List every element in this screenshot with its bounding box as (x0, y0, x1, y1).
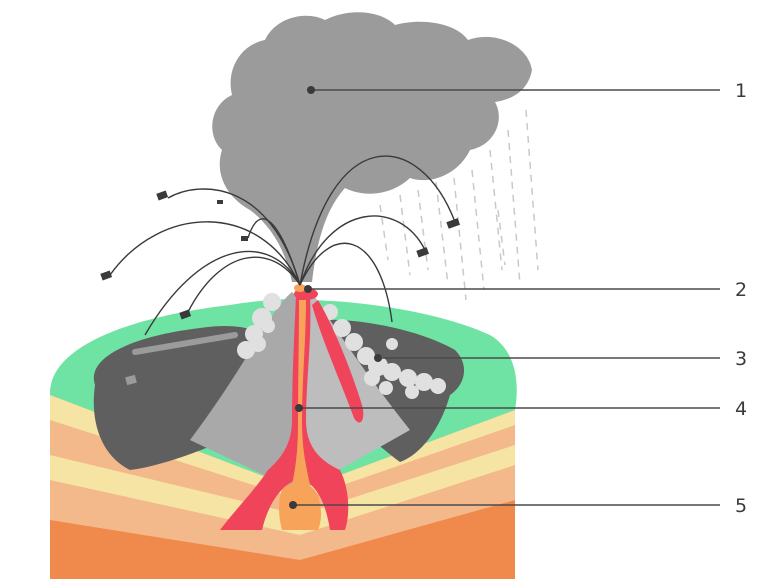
pyroclastic-deposits (237, 293, 446, 399)
callout-number-4: 4 (735, 398, 747, 420)
volcanic-cone (190, 292, 300, 492)
callout-number-5: 5 (735, 495, 747, 517)
callout-1: 1 (307, 80, 747, 102)
side-lava-flow (312, 300, 364, 423)
volcanic-bombs (100, 190, 461, 320)
magma-conduit (220, 296, 349, 530)
callout-number-2: 2 (735, 279, 747, 301)
callout-number-3: 3 (735, 348, 747, 370)
magma-conduit-core (292, 300, 310, 485)
callouts: 1 2 3 4 5 (289, 80, 747, 517)
ash-cloud (212, 12, 532, 282)
vent (294, 284, 306, 292)
lava-flow-channel (132, 332, 238, 355)
callout-4: 4 (295, 398, 747, 420)
lava-block (125, 374, 137, 386)
magma-chamber (279, 482, 321, 530)
callout-number-1: 1 (735, 80, 747, 102)
callout-5: 5 (289, 495, 747, 517)
callout-2: 2 (304, 279, 747, 301)
callout-3: 3 (374, 348, 747, 370)
ash-fall-streaks (379, 109, 539, 301)
bomb-trajectories (109, 155, 456, 336)
